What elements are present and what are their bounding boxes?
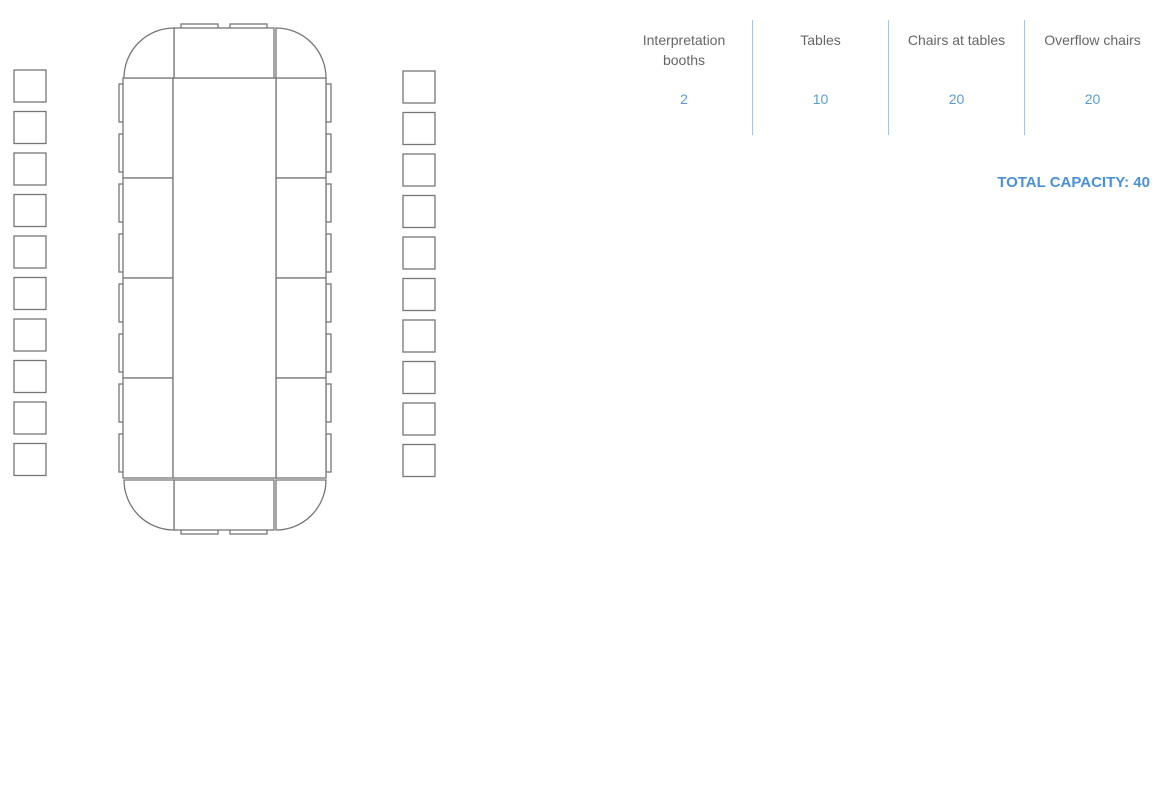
corner-table xyxy=(123,27,175,79)
overflow-chair xyxy=(402,153,436,187)
overflow-chair xyxy=(13,442,47,477)
table-chairs xyxy=(118,23,332,535)
stat-label: Chairs at tables xyxy=(907,32,1006,48)
side-table xyxy=(122,377,174,479)
overflow-chair xyxy=(13,69,47,103)
overflow-chair xyxy=(402,443,436,478)
side-table xyxy=(122,277,174,379)
stat-value: 20 xyxy=(948,91,965,107)
stat-value: 20 xyxy=(1084,91,1101,107)
table-chair xyxy=(325,433,332,473)
corner-table xyxy=(275,27,327,79)
seating-layout-diagram xyxy=(13,23,436,535)
side-table xyxy=(122,177,174,279)
overflow-chair xyxy=(13,401,47,435)
side-table xyxy=(275,77,327,179)
overflow-chair xyxy=(402,402,436,436)
corner-table xyxy=(123,479,175,531)
stat-chairs-at-tables: Chairs at tables 20 xyxy=(888,20,1024,135)
central-table xyxy=(172,77,277,479)
corner-table xyxy=(275,479,327,531)
overflow-chair xyxy=(402,360,436,395)
overflow-chair xyxy=(402,111,436,146)
stats-panel: Interpretation booths 2 Tables 10 Chairs… xyxy=(616,20,1160,135)
overflow-chair xyxy=(13,110,47,145)
overflow-chair xyxy=(13,359,47,394)
side-table xyxy=(122,77,174,179)
side-table xyxy=(275,177,327,279)
stat-label: Tables xyxy=(800,32,841,48)
stat-value: 2 xyxy=(680,91,688,107)
table-chair xyxy=(325,283,332,323)
overflow-chair xyxy=(13,235,47,269)
total-capacity: TOTAL CAPACITY: 40 xyxy=(997,174,1150,191)
overflow-chair xyxy=(13,318,47,352)
table-chair xyxy=(325,233,332,273)
stat-label: Interpretation booths xyxy=(642,32,726,68)
stat-overflow-chairs: Overflow chairs 20 xyxy=(1024,20,1160,135)
overflow-chair xyxy=(402,70,436,104)
side-table xyxy=(275,277,327,379)
stat-tables: Tables 10 xyxy=(752,20,888,135)
table-chair xyxy=(325,83,332,123)
overflow-chair xyxy=(402,194,436,229)
table-chair xyxy=(325,333,332,373)
table-chair xyxy=(325,183,332,223)
table-chair xyxy=(325,383,332,423)
stat-label: Overflow chairs xyxy=(1044,32,1141,48)
overflow-chair xyxy=(13,152,47,186)
overflow-chair xyxy=(402,277,436,312)
side-table xyxy=(275,377,327,479)
left-overflow-chairs xyxy=(13,69,47,477)
stat-value: 10 xyxy=(812,91,829,107)
stat-interpretation-booths: Interpretation booths 2 xyxy=(616,20,752,135)
end-table xyxy=(173,27,275,79)
right-overflow-chairs xyxy=(402,70,436,478)
overflow-chair xyxy=(402,236,436,270)
overflow-chair xyxy=(13,193,47,228)
end-table xyxy=(173,479,275,531)
table-chair xyxy=(325,133,332,173)
overflow-chair xyxy=(13,276,47,311)
overflow-chair xyxy=(402,319,436,353)
tables xyxy=(122,27,327,531)
